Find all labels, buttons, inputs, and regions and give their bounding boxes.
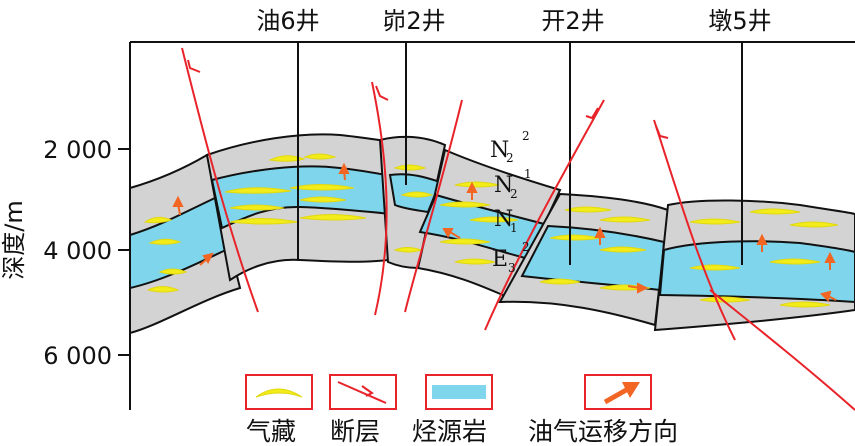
fault-slip-arrow <box>187 59 201 73</box>
source-rock-icon <box>432 385 486 399</box>
legend-item-gas: 气藏 <box>245 374 313 446</box>
stratum-label: N 2 2 <box>490 129 530 165</box>
legend-label-migration: 油气运移方向 <box>528 417 678 446</box>
well-label-dun5: 墩5井 <box>708 7 771 35</box>
svg-text:N: N <box>490 138 509 163</box>
gas-lens-icon <box>255 388 303 398</box>
legend: 气藏 断层 烃源岩 油气运移方向 <box>245 374 678 446</box>
well-label-you6: 油6井 <box>256 7 319 35</box>
svg-text:3: 3 <box>508 261 516 275</box>
fault-line <box>484 99 605 331</box>
stratum-label: N 2 1 <box>494 167 532 201</box>
svg-text:2: 2 <box>510 187 518 201</box>
svg-text:1: 1 <box>524 167 532 181</box>
fault-slip-arrow <box>655 125 669 139</box>
legend-label-gas: 气藏 <box>246 417 296 446</box>
faults <box>181 47 855 411</box>
svg-text:2: 2 <box>522 129 530 143</box>
migration-arrow-icon <box>603 386 630 405</box>
y-axis-title: 深度/m <box>0 200 28 279</box>
gas-lenses <box>143 153 839 308</box>
legend-label-fault: 断层 <box>330 417 380 446</box>
fault-slip-arrow <box>375 85 389 101</box>
fault-icon <box>337 381 387 404</box>
legend-label-source-rock: 烃源岩 <box>412 417 487 446</box>
legend-item-migration: 油气运移方向 <box>528 374 678 446</box>
fault-block-6 <box>653 199 855 332</box>
svg-text:N: N <box>494 207 513 232</box>
strata-labels: N 2 2 N 2 1 N 1 E 3 2 <box>490 129 532 275</box>
svg-text:2: 2 <box>506 151 514 165</box>
well-lines <box>297 42 743 265</box>
migration-arrowhead-icon <box>622 382 640 398</box>
legend-swatch-migration <box>584 374 652 410</box>
fault-line <box>181 47 259 313</box>
svg-text:N: N <box>494 173 513 198</box>
migration-arrows <box>172 162 837 302</box>
well-label-mao2: 峁2井 <box>382 7 445 35</box>
fault-line <box>709 289 855 411</box>
legend-item-fault: 断层 <box>329 374 397 446</box>
legend-item-source-rock: 烃源岩 <box>412 374 493 446</box>
fault-slip-icon <box>361 385 374 397</box>
stratum-label: N 1 <box>494 207 518 235</box>
fault-line <box>404 99 463 313</box>
y-tick-label: 6 000 <box>43 342 112 370</box>
well-labels: 油6井 峁2井 开2井 墩5井 <box>256 7 771 35</box>
fault-line <box>371 81 388 316</box>
stratum-label: E 3 2 <box>492 240 530 275</box>
svg-text:2: 2 <box>522 240 530 254</box>
well-label-kai2: 开2井 <box>541 7 604 35</box>
svg-text:E: E <box>492 247 508 272</box>
fault-line <box>653 119 736 341</box>
fault-slip-arrow <box>585 107 599 120</box>
y-axis: 2 000 4 000 6 000 深度/m <box>0 136 130 370</box>
svg-text:1: 1 <box>510 221 518 235</box>
y-tick-label: 4 000 <box>43 237 112 265</box>
y-tick-label: 2 000 <box>43 136 112 164</box>
